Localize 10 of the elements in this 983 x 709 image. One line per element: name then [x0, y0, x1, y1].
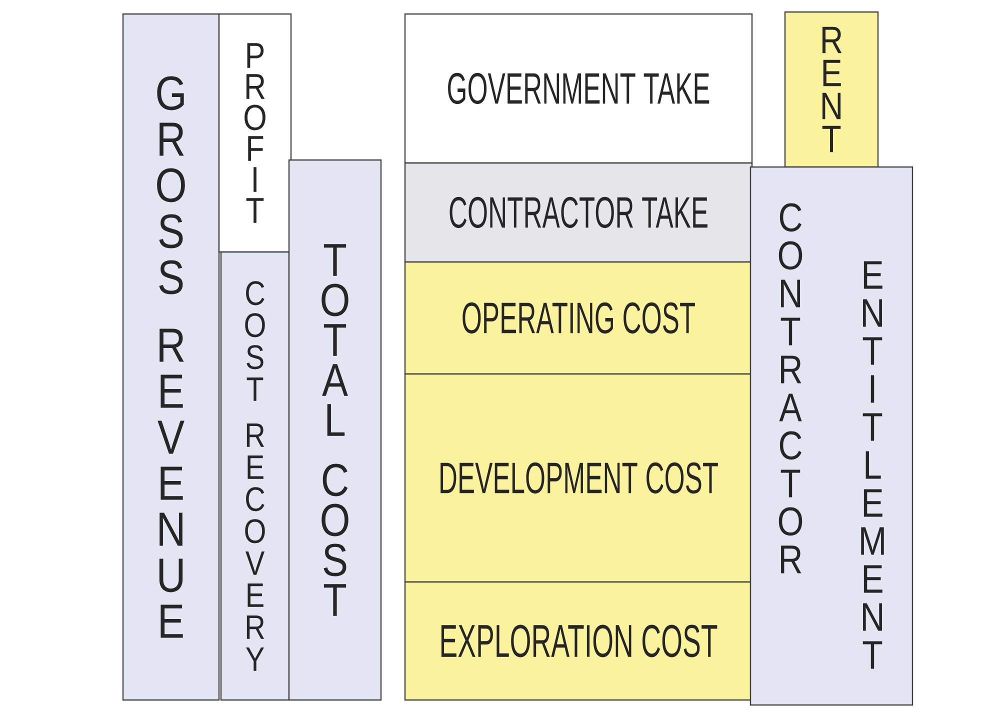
vertical-label-box: COST RECOVERY	[220, 251, 290, 701]
cost-band: OPERATING COST	[404, 261, 753, 375]
vertical-label-box: CONTRACTOR ENTITLEMENT	[750, 166, 914, 706]
cost-band: DEVELOPMENT COST	[404, 373, 753, 583]
vertical-label-box: PROFIT	[218, 13, 292, 253]
cost-band: GOVERNMENT TAKE	[404, 13, 753, 164]
cost-band: EXPLORATION COST	[404, 581, 753, 701]
vertical-label-box: TOTAL COST	[288, 159, 382, 701]
vertical-label-box: RENT	[784, 11, 879, 168]
cost-band: CONTRACTOR TAKE	[404, 162, 753, 263]
